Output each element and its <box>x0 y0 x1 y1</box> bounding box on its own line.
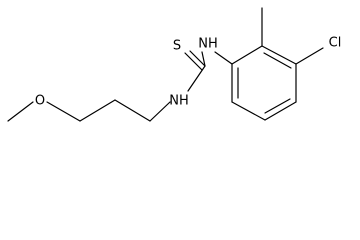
ring-bond-1 <box>231 45 263 65</box>
atom-oxygen: O <box>35 94 45 109</box>
chemical-structure: S NH NH Cl O <box>7 7 342 122</box>
ring-bond-4-inner <box>264 98 291 114</box>
bond-ch2-ch2-b <box>79 99 116 122</box>
atom-nh-aryl: NH <box>198 37 218 52</box>
bond-c-nh-aryl-ext <box>214 51 233 65</box>
atom-sulfur: S <box>173 39 181 54</box>
ring-bond-2 <box>261 45 297 65</box>
bond-c-nh-alkyl <box>187 65 206 92</box>
ring-bond-4 <box>264 101 297 121</box>
bond-ch2-ch2 <box>114 99 151 122</box>
bond-ch2-o <box>46 101 81 122</box>
atom-nh-alkyl: NH <box>169 94 189 109</box>
bond-o-ch3 <box>7 101 34 122</box>
bond-c-cl <box>295 47 324 65</box>
bond-nh-ch2 <box>149 101 171 122</box>
atom-chlorine: Cl <box>329 36 342 51</box>
bond-c-nh-aryl <box>201 51 206 67</box>
ring-bond-2-inner <box>263 52 292 69</box>
bond-c-s-2 <box>184 52 203 71</box>
ring-bond-5 <box>231 101 266 121</box>
bond-c-s-1 <box>189 50 206 67</box>
